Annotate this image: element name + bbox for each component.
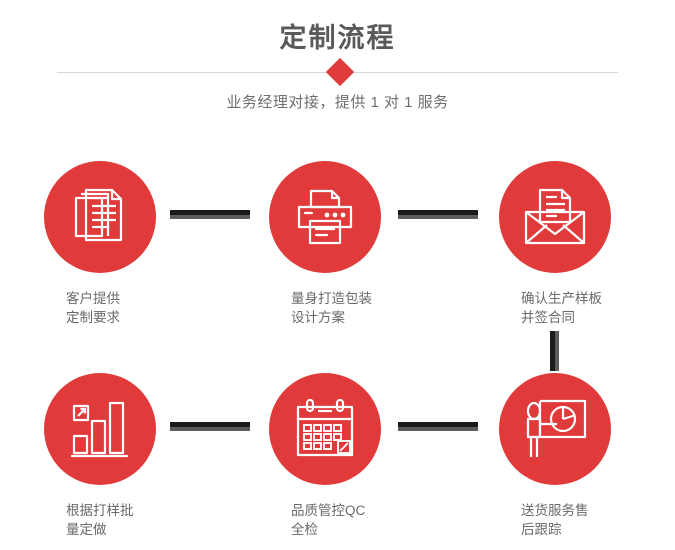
printer-icon [297, 189, 353, 245]
connector-bar-dark [550, 331, 555, 371]
presenter-chart-icon [526, 399, 587, 457]
step-3-label: 确认生产样板 并签合同 [521, 291, 602, 325]
step-2-label: 量身打造包装 设计方案 [291, 291, 372, 325]
step-2-circle [269, 161, 381, 273]
connector-bar-gray [398, 427, 478, 431]
documents-stack-icon [74, 188, 123, 242]
page-subtitle: 业务经理对接，提供 1 对 1 服务 [226, 94, 449, 111]
process-step-5: 品质管控QC 全检 [269, 373, 381, 539]
step-3-circle [499, 161, 611, 273]
connector-step1-step2 [170, 210, 250, 219]
step-1-circle [44, 161, 156, 273]
process-step-6: 送货服务售 后跟踪 [499, 373, 611, 539]
connector-bar-gray [170, 427, 250, 431]
step-5-label: 品质管控QC 全检 [291, 503, 366, 537]
connector-bar-gray [555, 331, 559, 371]
connector-bar-dark [398, 210, 478, 215]
connector-bar-dark [398, 422, 478, 427]
envelope-document-icon [524, 188, 586, 245]
page-title: 定制流程 [279, 23, 396, 53]
step-6-circle [499, 373, 611, 485]
process-step-4: 根据打样批 量定做 [44, 373, 156, 539]
connector-bar-dark [170, 422, 250, 427]
step-6-label: 送货服务售 后跟踪 [521, 503, 589, 537]
connector-step3-step6 [550, 331, 559, 371]
diamond-ornament-icon [325, 57, 355, 87]
connector-bar-dark [170, 210, 250, 215]
bar-chart-growth-icon [70, 401, 129, 458]
step-4-label: 根据打样批 量定做 [66, 503, 134, 537]
process-step-2: 量身打造包装 设计方案 [269, 161, 381, 327]
connector-step5-step6 [398, 422, 478, 431]
process-step-3: 确认生产样板 并签合同 [499, 161, 611, 327]
calendar-check-icon [296, 399, 354, 457]
step-1-label: 客户提供 定制要求 [66, 291, 120, 325]
connector-step2-step3 [398, 210, 478, 219]
process-step-1: 客户提供 定制要求 [44, 161, 156, 327]
connector-step4-step5 [170, 422, 250, 431]
connector-bar-gray [398, 215, 478, 219]
step-4-circle [44, 373, 156, 485]
connector-bar-gray [170, 215, 250, 219]
step-5-circle [269, 373, 381, 485]
